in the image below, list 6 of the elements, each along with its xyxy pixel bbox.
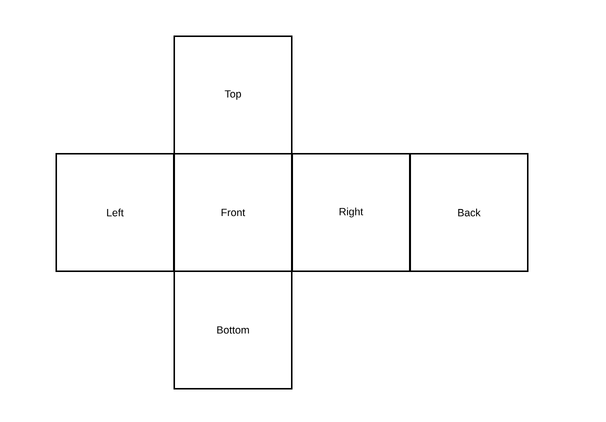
face-square: Top bbox=[174, 36, 292, 154]
face-square: Left bbox=[56, 153, 174, 272]
face-square: Back bbox=[410, 153, 528, 272]
face-square: Right bbox=[292, 153, 410, 272]
face-square: Bottom bbox=[174, 270, 292, 390]
face-square: Front bbox=[174, 153, 292, 272]
